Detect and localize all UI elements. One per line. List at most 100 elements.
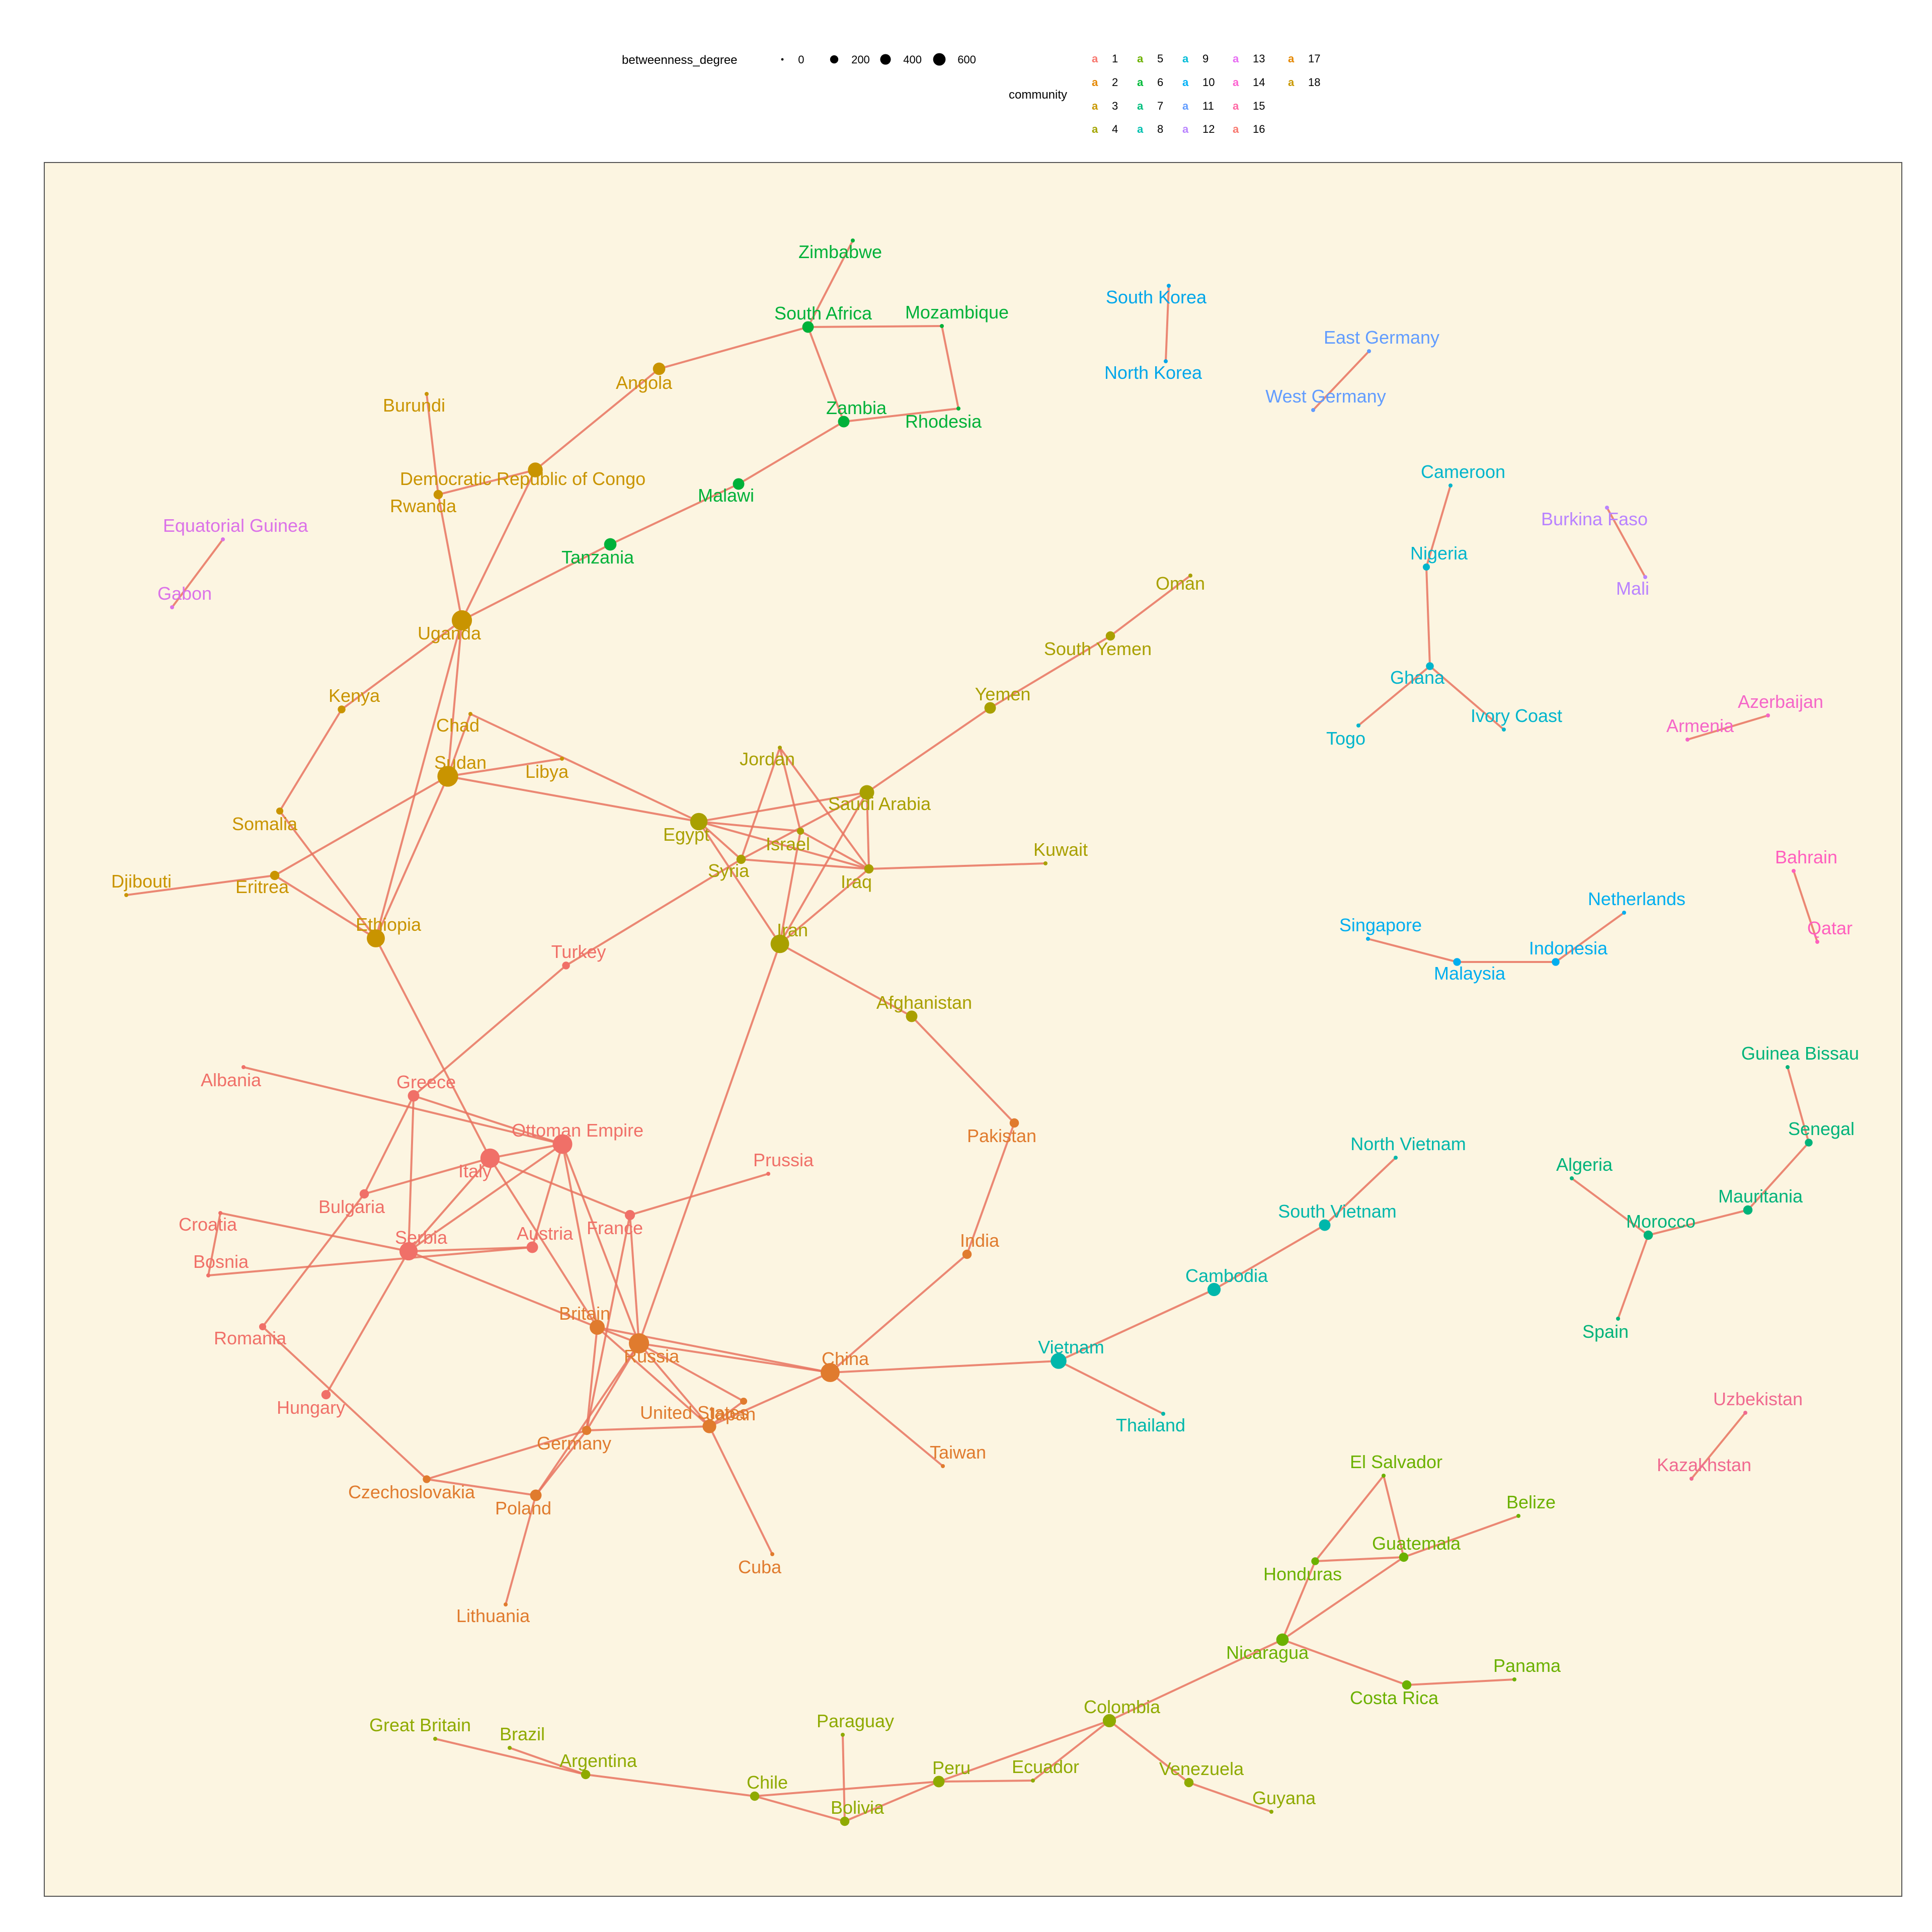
edge-russia-japan (638, 1342, 744, 1402)
edge-croatia-serbia (220, 1212, 409, 1252)
edge-chad-sudan (447, 713, 471, 777)
edge-egypt-israel (698, 821, 801, 832)
edge-jordan-israel (779, 747, 801, 832)
node-label-azerbaijan: Azerbaijan (1738, 691, 1823, 712)
node-label-romania: Romania (214, 1328, 287, 1348)
edge-vietnam-thailand (1058, 1360, 1164, 1415)
community-legend-label: 1 (1112, 52, 1118, 65)
node-label-rwanda: Rwanda (390, 496, 457, 516)
node-thailand (1161, 1412, 1165, 1416)
edge-syria-turkey (565, 858, 742, 967)
node-label-cambodia: Cambodia (1185, 1265, 1268, 1286)
edge-uzbekistan-kazakhstan (1691, 1412, 1746, 1480)
node-turkey (562, 961, 570, 970)
edge-germany-czechoslovakia (426, 1429, 587, 1480)
node-kenya (338, 705, 346, 713)
node-uzbekistan (1743, 1411, 1747, 1415)
community-legend-key: a (1233, 100, 1239, 112)
node-label-togo: Togo (1326, 728, 1365, 749)
node-romania (259, 1323, 267, 1331)
node-united-states (702, 1419, 716, 1433)
edge-singapore-malaysia (1367, 938, 1458, 963)
node-britain (590, 1320, 605, 1335)
node-iran (770, 934, 789, 953)
node-label-mali: Mali (1616, 578, 1649, 599)
edge-south_vietnam-north_vietnam (1324, 1157, 1397, 1226)
edge-rhodesia-zambia (843, 408, 959, 423)
size-legend-title: betweenness_degree (622, 53, 738, 67)
community-legend-label: 16 (1253, 123, 1265, 135)
node-label-bolivia: Bolivia (831, 1797, 884, 1818)
edge-bahrain-qatar (1793, 870, 1818, 942)
node-afghanistan (906, 1010, 918, 1022)
node-senegal (1805, 1139, 1813, 1147)
community-legend-key: a (1092, 100, 1098, 112)
community-legend-label: 6 (1157, 76, 1163, 89)
community-legend-label: 17 (1308, 52, 1320, 65)
community-legend-label: 3 (1112, 100, 1118, 112)
node-china (821, 1363, 840, 1382)
node-burundi (425, 392, 429, 396)
edge-greece-serbia (408, 1095, 415, 1252)
node-label-united-states: United States (640, 1402, 749, 1423)
edge-indonesia-netherlands (1555, 912, 1625, 963)
edge-russia-poland (535, 1342, 640, 1496)
node-label-south-yemen: South Yemen (1044, 638, 1152, 659)
node-label-oman: Oman (1156, 573, 1205, 594)
edge-united_states-cuba (708, 1426, 773, 1555)
edge-eritrea-ethiopia (274, 874, 377, 939)
node-india (962, 1249, 972, 1259)
size-legend-dot-0 (781, 58, 784, 61)
edge-great_britain-argentina (435, 1738, 586, 1776)
node-netherlands (1622, 911, 1626, 915)
node-pakistan (1009, 1118, 1019, 1128)
node-label-great-britain: Great Britain (369, 1715, 471, 1735)
edge-ottoman-russia (561, 1144, 640, 1344)
node-japan (740, 1397, 748, 1405)
edge-brazil-argentina (509, 1747, 586, 1776)
node-label-mauritania: Mauritania (1718, 1186, 1803, 1206)
edge-ghana-togo (1357, 665, 1431, 727)
edge-sudan-egypt (447, 775, 699, 823)
node-germany (582, 1425, 592, 1435)
node-label-yemen: Yemen (975, 684, 1031, 704)
community-legend-key: a (1233, 52, 1239, 65)
node-label-panama: Panama (1493, 1655, 1561, 1676)
node-drc (528, 462, 543, 477)
node-label-libya: Libya (525, 761, 569, 782)
edge-saudi_arabia-syria (741, 791, 867, 860)
node-poland (530, 1489, 542, 1501)
size-legend-dot-600 (933, 53, 946, 66)
node-malaysia (1453, 958, 1461, 966)
node-bolivia (840, 1816, 850, 1826)
node-label-egypt: Egypt (663, 824, 709, 845)
node-south-korea (1167, 284, 1171, 288)
community-legend-key: a (1137, 100, 1144, 112)
node-morocco (1643, 1230, 1653, 1240)
edge-ecuador-colombia (1032, 1720, 1110, 1782)
node-label-taiwan: Taiwan (930, 1442, 986, 1463)
edge-britain-germany (586, 1327, 598, 1431)
node-sudan (437, 766, 458, 787)
node-uganda (451, 610, 472, 631)
edge-nicaragua-colombia (1109, 1639, 1283, 1722)
edge-albania-ottoman (243, 1066, 563, 1145)
community-legend-label: 9 (1202, 52, 1209, 65)
node-austria (526, 1241, 538, 1253)
node-egypt (690, 813, 708, 831)
node-gabon (170, 605, 174, 609)
node-label-honduras: Honduras (1263, 1564, 1342, 1584)
edge-kenya-somalia (279, 708, 343, 812)
edge-syria-iraq (741, 858, 869, 870)
node-label-poland: Poland (495, 1498, 551, 1518)
node-cambodia (1207, 1282, 1221, 1297)
edge-russia-germany (586, 1342, 640, 1431)
size-legend-label: 0 (798, 53, 804, 66)
node-label-netherlands: Netherlands (1588, 889, 1685, 909)
node-rhodesia (956, 407, 960, 411)
edge-sudan-eritrea (274, 775, 448, 876)
node-label-belize: Belize (1506, 1492, 1556, 1512)
edge-south_africa-zambia (807, 327, 845, 422)
